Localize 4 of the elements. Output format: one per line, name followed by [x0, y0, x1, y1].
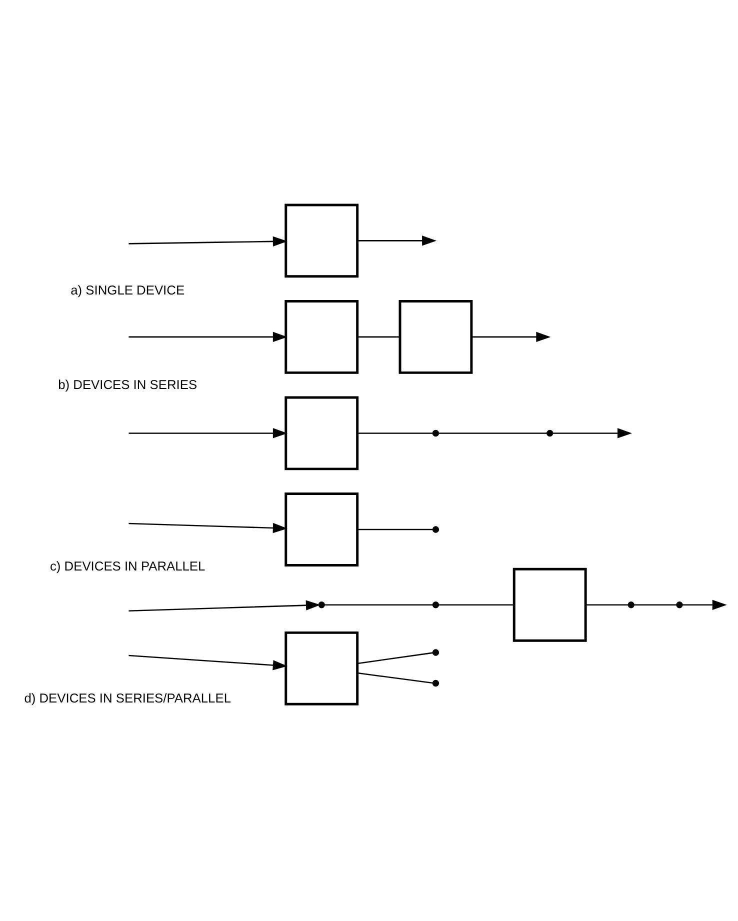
label: c) DEVICES IN PARALLEL	[50, 558, 206, 574]
label: a) SINGLE DEVICE	[70, 282, 185, 298]
label: d) DEVICES IN SERIES/PARALLEL	[24, 690, 232, 706]
label: b) DEVICES IN SERIES	[58, 376, 198, 392]
